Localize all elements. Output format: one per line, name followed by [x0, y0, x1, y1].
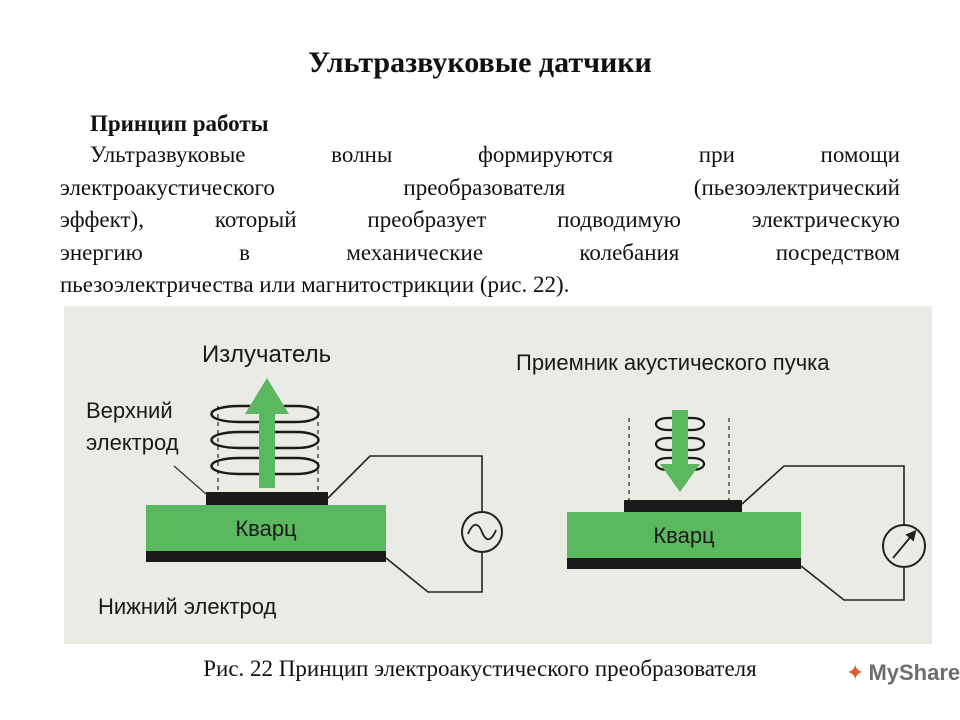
transducer-figure: Излучатель Верхний электрод Кварц Нижний… — [64, 306, 932, 644]
emission-arrow-icon — [245, 378, 289, 488]
top-electrode-label-line2: электрод — [86, 430, 179, 455]
wave-coil — [654, 436, 706, 452]
body-paragraph: Ультразвуковые волны формируются при пом… — [60, 139, 900, 302]
emitter-label: Излучатель — [202, 341, 331, 368]
paragraph-line: энергию в механические колебания посредс… — [60, 239, 900, 265]
electrode-pointer-line — [173, 465, 207, 495]
left-bottom-electrode — [146, 551, 386, 562]
paragraph-line: эффект), который преобразует подводимую … — [60, 207, 900, 232]
reception-arrow-icon — [660, 410, 700, 492]
meter-needle-icon — [892, 529, 917, 559]
left-circuit-wire-bottom — [385, 552, 483, 593]
left-quartz-crystal — [146, 505, 386, 551]
right-quartz-label: Кварц — [653, 523, 715, 548]
right-bottom-electrode — [567, 558, 801, 569]
top-electrode-label-line1: Верхний — [86, 398, 173, 423]
sine-wave-icon — [467, 523, 497, 541]
watermark: ✦MyShared — [846, 660, 960, 686]
right-quartz-crystal — [567, 512, 801, 558]
page-title: Ультразвуковые датчики — [308, 46, 652, 79]
right-circuit-wire-top — [741, 465, 905, 524]
right-circuit-wire-bottom — [800, 565, 905, 601]
bottom-electrode-label: Нижний электрод — [98, 594, 276, 619]
left-quartz-label: Кварц — [235, 516, 297, 541]
paragraph-line: пьезоэлектричества или магнитострикции (… — [60, 272, 570, 297]
wave-coil — [654, 416, 706, 432]
watermark-text: MyShared — [868, 660, 960, 685]
left-circuit-wire-top — [327, 455, 483, 512]
paragraph-line: электроакустического преобразователя (пь… — [60, 174, 900, 200]
figure-caption: Рис. 22 Принцип электроакустического пре… — [203, 656, 757, 681]
paragraph-line: Ультразвуковые волны формируются при пом… — [90, 142, 900, 167]
right-top-electrode — [624, 500, 742, 512]
section-subtitle: Принцип работы — [90, 111, 269, 136]
watermark-logo-icon: ✦ — [846, 660, 865, 685]
left-top-electrode — [206, 492, 328, 505]
transducer-diagram: Излучатель Верхний электрод Кварц Нижний… — [86, 341, 926, 619]
receiver-label: Приемник акустического пучка — [516, 350, 830, 375]
